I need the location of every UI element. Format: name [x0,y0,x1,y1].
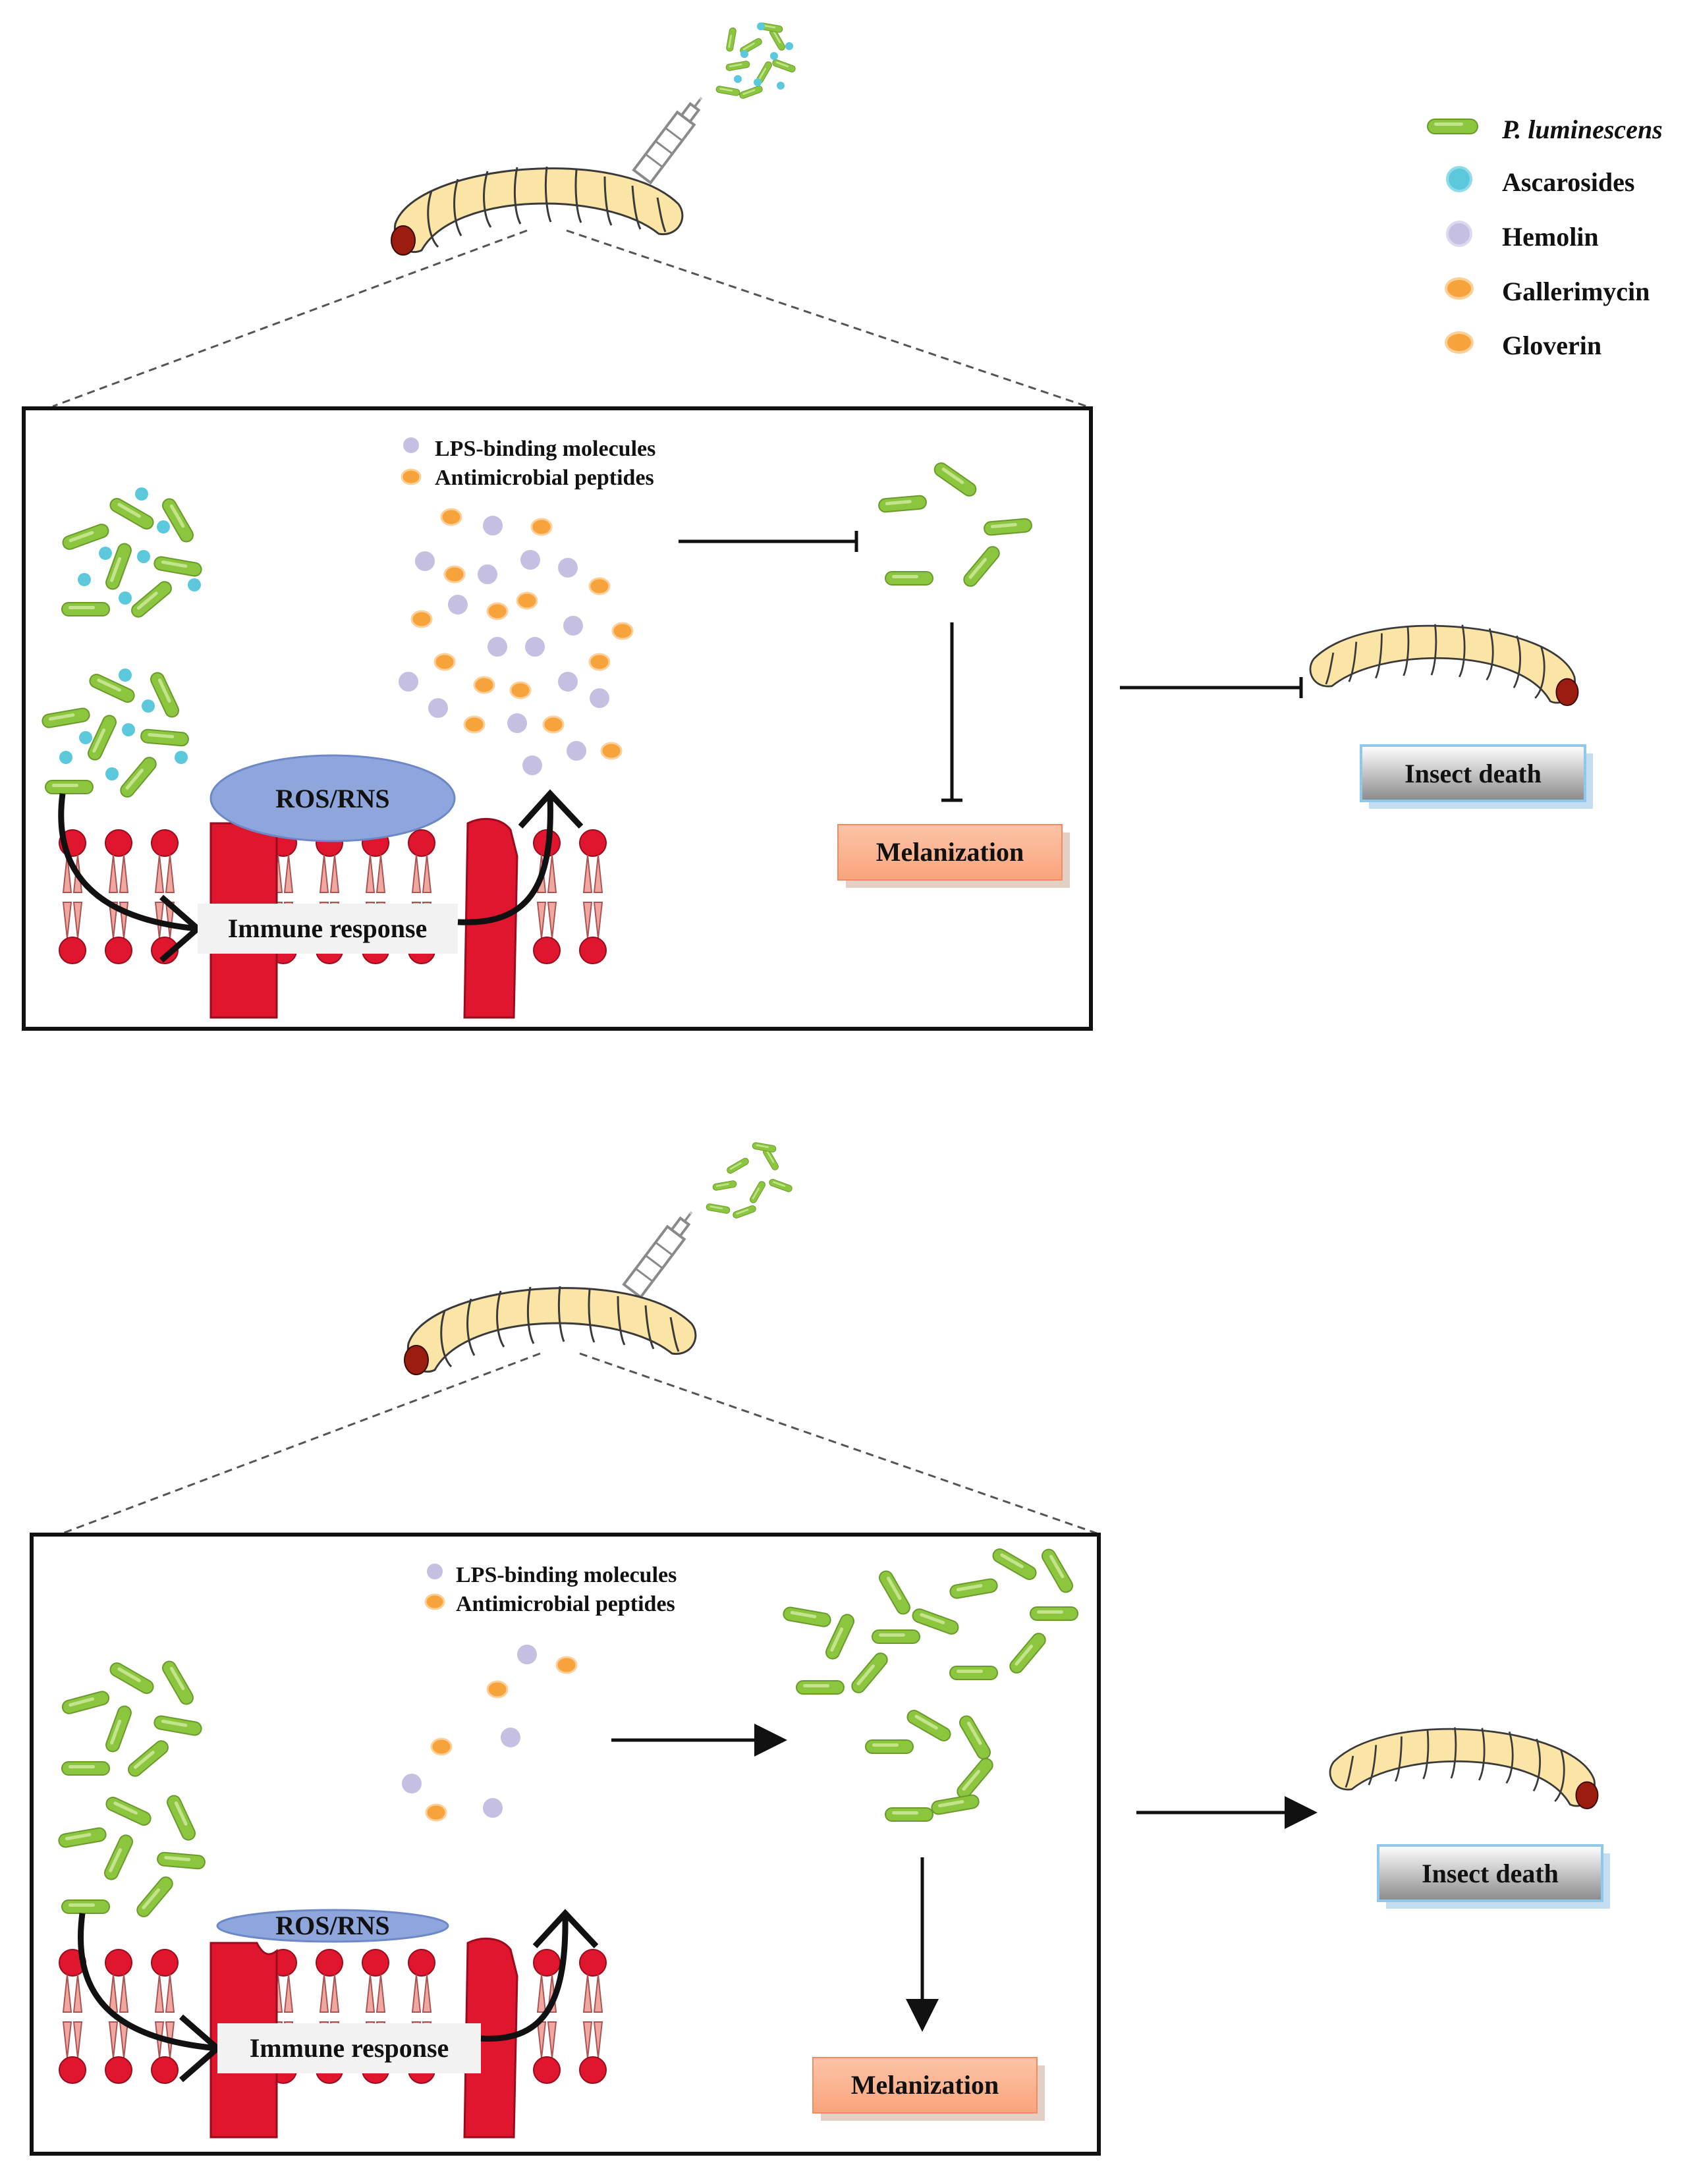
ros-rns-ellipse: ROS/RNS [216,1909,449,1943]
gloverin-icon [1445,331,1474,354]
amp-legend-label: Antimicrobial peptides [456,1592,675,1616]
inhibit-arrow-melanization [941,622,962,802]
ros-rns-label: ROS/RNS [275,1911,389,1940]
scenario-top: LPS-binding molecules Antimicrobial pept… [22,22,1593,1031]
zoom-line-left [62,1352,541,1535]
bacteria-spray [705,1141,794,1220]
immune-arrow-in [58,793,198,932]
legend-item-hemolin: Hemolin [1446,221,1599,252]
secreted-molecules [402,1645,578,1822]
melanization-box: Melanization [812,2057,1045,2121]
insect-death-box: Insect death [1377,1844,1610,1909]
insect-death-box: Insect death [1360,744,1593,809]
insect-death-label: Insect death [1405,759,1542,788]
bacteria-spray [715,22,797,100]
lps-legend-label: LPS-binding molecules [456,1563,677,1587]
legend-label: P. luminescens [1501,115,1663,144]
bacteria-cluster-lower [40,669,190,801]
ros-rns-label: ROS/RNS [275,784,389,813]
inhibit-arrow-bacteria [679,531,858,552]
gallerimycin-icon [1445,277,1474,300]
melanization-label: Melanization [851,2070,999,2100]
immune-arrow-out [480,1916,569,2042]
bacterium-icon [1427,119,1478,134]
legend: P. luminescens Ascarosides Hemolin Galle… [1427,115,1663,360]
immune-response-box [198,904,458,954]
syringe-icon [622,1206,700,1299]
molecule-legend: LPS-binding molecules Antimicrobial pept… [424,1563,677,1616]
zoom-line-left [52,229,528,408]
larva-outcome-icon [1329,1726,1599,1810]
bacteria-cluster-upper [60,487,204,620]
melanization-box: Melanization [837,824,1070,888]
molecule-legend: LPS-binding molecules Antimicrobial pept… [401,437,655,490]
ros-rns-ellipse: ROS/RNS [209,754,456,842]
larva-icon [403,1285,697,1376]
ascaroside-icon [1446,166,1472,192]
legend-item-p-luminescens: P. luminescens [1427,115,1663,144]
inhibit-arrow-death [1120,677,1303,698]
immune-response-box [217,2023,481,2073]
hemolin-icon [1446,221,1472,247]
legend-label: Hemolin [1502,222,1599,252]
legend-label: Ascarosides [1502,167,1634,197]
zoom-line-right [566,229,1088,408]
legend-item-gallerimycin: Gallerimycin [1445,277,1650,306]
amp-legend-label: Antimicrobial peptides [435,466,654,490]
scenario-bottom: LPS-binding molecules Antimicrobial pept… [30,1141,1610,2156]
immune-response-label: Immune response [250,2033,449,2063]
larva-outcome-icon [1309,623,1579,707]
immune-arrow-in [78,1913,218,2052]
immune-arrow-out [457,796,553,925]
zoom-line-right [579,1352,1098,1535]
legend-item-ascarosides: Ascarosides [1446,166,1634,197]
lps-legend-label: LPS-binding molecules [435,437,655,461]
melanization-label: Melanization [876,837,1024,867]
syringe-icon [632,92,710,184]
legend-item-gloverin: Gloverin [1445,331,1601,360]
insect-death-label: Insect death [1422,1859,1559,1888]
larva-icon [390,165,684,256]
secreted-molecules [399,508,634,775]
legend-label: Gloverin [1502,331,1601,360]
legend-label: Gallerimycin [1502,277,1650,306]
immune-response-label: Immune response [228,914,428,943]
